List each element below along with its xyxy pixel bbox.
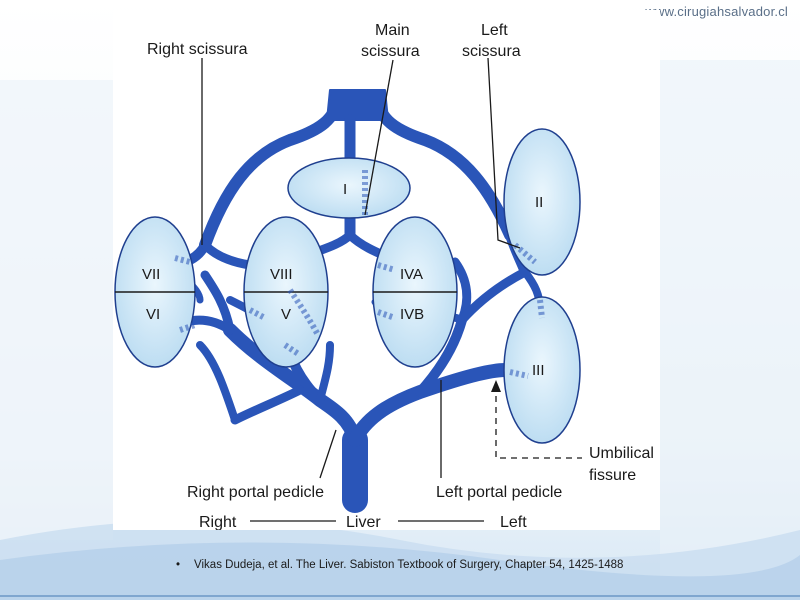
segment-label-VI: VI — [146, 306, 160, 323]
segment-IVA-IVB: IVA IVB — [372, 216, 458, 368]
label-main-scissura-1: Main — [375, 22, 410, 39]
left-scissura-line — [487, 57, 521, 249]
segment-label-II: II — [535, 194, 543, 211]
site-url[interactable]: www.cirugiahsalvador.cl — [645, 4, 788, 19]
annotation-lines — [201, 57, 582, 522]
axis-label-left: Left — [500, 514, 527, 530]
label-main-scissura-2: scissura — [361, 43, 420, 60]
liver-segments-diagram: I VII VI VIII V IVA IVB II III — [113, 10, 660, 530]
segment-label-V: V — [281, 306, 291, 323]
portal-vessels — [170, 89, 544, 513]
label-umbilical-1: Umbilical — [589, 445, 654, 462]
segment-label-VIII: VIII — [270, 266, 293, 283]
label-right-scissura: Right scissura — [147, 41, 248, 58]
segment-VIII-V: VIII V — [243, 216, 329, 368]
label-umbilical-2: fissure — [589, 467, 636, 484]
label-right-portal-pedicle: Right portal pedicle — [187, 484, 324, 501]
segment-III: III — [503, 296, 581, 444]
segment-II: II — [503, 128, 581, 276]
label-left-scissura-1: Left — [481, 22, 508, 39]
segment-label-IVB: IVB — [400, 306, 424, 323]
axis-label-right: Right — [199, 514, 237, 530]
axis-label-liver: Liver — [346, 514, 381, 530]
citation-text: Vikas Dudeja, et al. The Liver. Sabiston… — [194, 559, 624, 571]
segment-label-III: III — [532, 362, 545, 379]
umbilical-fissure-line — [495, 385, 582, 459]
right-portal-pedicle-line — [319, 429, 337, 479]
umbilical-arrowhead — [491, 380, 501, 392]
diagram-canvas: I VII VI VIII V IVA IVB II III — [114, 22, 654, 530]
label-left-portal-pedicle: Left portal pedicle — [436, 484, 562, 501]
segment-I: I — [287, 157, 411, 219]
intrasegment-dashes — [174, 170, 545, 379]
segment-label-IVA: IVA — [400, 266, 423, 283]
segment-label-VII: VII — [142, 266, 160, 283]
citation: • Vikas Dudeja, et al. The Liver. Sabisto… — [176, 559, 623, 571]
segment-VII-VI: VII VI — [114, 216, 196, 368]
label-left-scissura-2: scissura — [462, 43, 521, 60]
citation-bullet: • — [176, 559, 181, 571]
segment-label-I: I — [343, 181, 347, 198]
main-scissura-line — [364, 59, 394, 216]
